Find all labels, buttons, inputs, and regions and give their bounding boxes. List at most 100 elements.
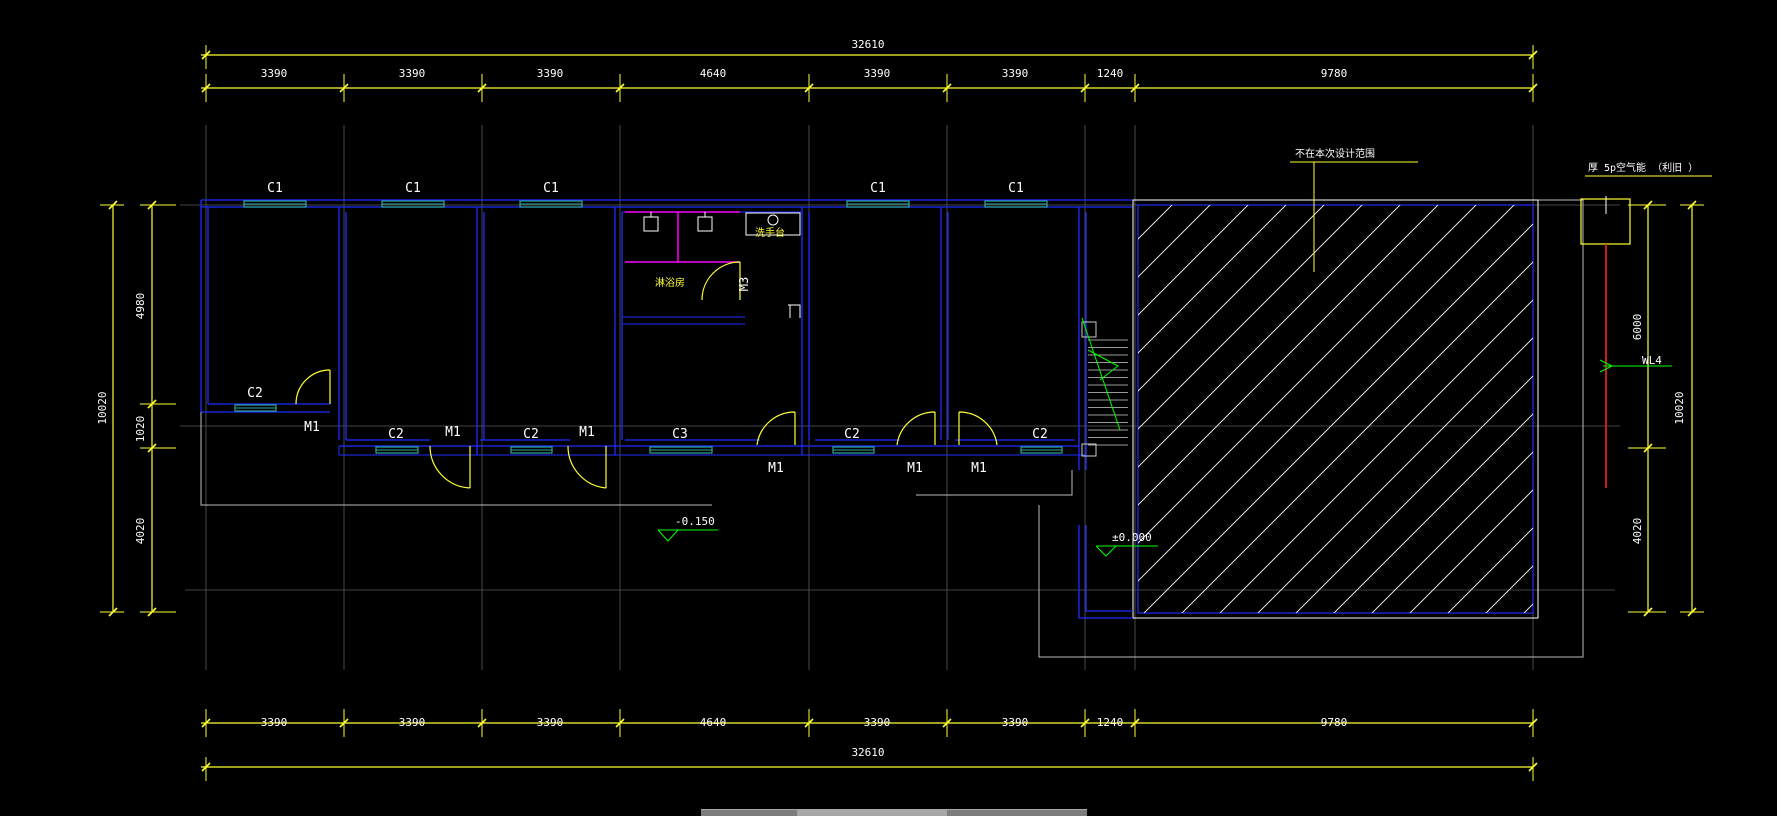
- dim-bottom-seg-1: 3390: [261, 716, 288, 729]
- hatch-lines: [683, 198, 1777, 618]
- dim-row-top-seg-tick-2: [339, 83, 349, 93]
- dim-row-top-seg-tick-8: [1130, 83, 1140, 93]
- dim-right-total-tick-0: [1687, 200, 1697, 210]
- wall-partition-5: [940, 207, 949, 440]
- misc-annotations: [657, 161, 1712, 557]
- dim-row-bottom-seg-tick-1: [201, 718, 211, 728]
- hatch-line: [1138, 205, 1363, 430]
- wall-bottom-room1: [201, 403, 330, 413]
- dim-left-seg-2: 1020: [134, 416, 147, 443]
- hatch-line: [1219, 299, 1533, 613]
- horizontal-scrollbar[interactable]: [701, 809, 1087, 816]
- dim-left-total: 10020: [96, 391, 109, 424]
- window-label-c2-5: C2: [1032, 427, 1048, 442]
- door-m1-bath: [756, 411, 796, 446]
- dim-row-top-seg-tick-9: [1528, 83, 1538, 93]
- window-label-c1-1: C1: [267, 181, 283, 196]
- dim-right-total: 10020: [1673, 391, 1686, 424]
- wall-left: [200, 200, 209, 412]
- dim-row-bottom-seg-tick-3: [477, 718, 487, 728]
- wall-partition-1: [338, 207, 347, 440]
- door-label-m1-1: M1: [304, 420, 320, 435]
- dim-row-top-seg-tick-4: [615, 83, 625, 93]
- dim-bottom-seg-6: 3390: [1002, 716, 1029, 729]
- wall-partition-6: [1078, 207, 1087, 470]
- toilet-2: [697, 216, 713, 232]
- room-label-washstand: 洗手台: [755, 226, 785, 239]
- level-symbol-outdoor: [657, 529, 718, 542]
- hatch-line: [721, 198, 1141, 618]
- dim-row-top-total-tick-1: [1528, 50, 1538, 60]
- dim-top-seg-7: 1240: [1097, 67, 1124, 80]
- hatch-line: [1138, 205, 1173, 240]
- hatch-line: [1447, 527, 1533, 613]
- washstand-counter: [745, 212, 801, 236]
- note-ac-unit: 厚 5p空气能 （利旧 ）: [1588, 161, 1698, 174]
- site-outline: [1038, 199, 1584, 658]
- dim-row-bottom-seg-tick-8: [1130, 718, 1140, 728]
- dim-right-seg-1: 6000: [1631, 314, 1644, 341]
- window-label-c2-3: C2: [523, 427, 539, 442]
- door-m1-room5: [896, 411, 936, 446]
- step-breakline: [1081, 317, 1121, 431]
- dim-top-seg-4: 4640: [700, 67, 727, 80]
- hatch-line: [1557, 198, 1777, 618]
- steps: [1081, 317, 1128, 457]
- dim-left-seg-3: 4020: [134, 518, 147, 545]
- dim-row-bottom-seg-tick-5: [804, 718, 814, 728]
- dim-right-tick-0: [1643, 200, 1653, 210]
- hatch-line: [1409, 489, 1533, 613]
- hatch-line: [1138, 205, 1211, 278]
- door-label-m1-6: M1: [971, 461, 987, 476]
- wall-partition-2: [476, 207, 485, 455]
- wall-partition-3: [614, 207, 623, 455]
- level-outdoor: -0.150: [675, 515, 715, 528]
- dim-left-tick-1: [147, 399, 157, 409]
- dim-left-total-tick-0: [108, 200, 118, 210]
- window-label-c1-3: C1: [543, 181, 559, 196]
- dim-row-bottom-seg-tick-4: [615, 718, 625, 728]
- door-m1-room2: [429, 445, 471, 489]
- hatch-line: [1138, 205, 1287, 354]
- note-not-in-scope: 不在本次设计范围: [1295, 147, 1375, 160]
- door-label-m1-4: M1: [768, 461, 784, 476]
- hatch-line: [1138, 205, 1515, 582]
- dim-bottom-seg-3: 3390: [537, 716, 564, 729]
- window-label-c2-4: C2: [844, 427, 860, 442]
- door-label-m1-3: M1: [579, 425, 595, 440]
- level-symbol-zero: [1095, 545, 1158, 557]
- dim-right-total-tick-1: [1687, 607, 1697, 617]
- hatch-line: [1371, 451, 1533, 613]
- hatch-line: [1138, 205, 1439, 506]
- dim-left-total-tick-1: [108, 607, 118, 617]
- toilet-1: [643, 216, 659, 232]
- dim-bottom-seg-2: 3390: [399, 716, 426, 729]
- dim-left-seg-1: 4980: [134, 293, 147, 320]
- hatch-line: [1295, 375, 1533, 613]
- partition-stalls: [625, 211, 740, 263]
- axis-tag-arrow: [1599, 359, 1614, 373]
- dimension-lines: [100, 45, 1704, 781]
- wall-top: [201, 199, 1132, 208]
- wall-lower-right: [1078, 525, 1133, 619]
- hatch-line: [1143, 223, 1533, 613]
- dim-row-bottom-total-tick-0: [201, 762, 211, 772]
- dim-top-seg-1: 3390: [261, 67, 288, 80]
- hatch-line: [1333, 413, 1533, 613]
- door-m1-room6: [958, 411, 998, 446]
- door-label-m1-5: M1: [907, 461, 923, 476]
- dim-row-top-seg-tick-3: [477, 83, 487, 93]
- wall-bottom-outer: [338, 446, 1086, 456]
- dim-top-seg-8: 9780: [1321, 67, 1348, 80]
- dim-top-seg-3: 3390: [537, 67, 564, 80]
- windows: [234, 200, 1063, 454]
- hatch-line: [1138, 205, 1401, 468]
- hatch-line: [683, 198, 1103, 618]
- dim-row-bottom-total-tick-1: [1528, 762, 1538, 772]
- scrollbar-thumb[interactable]: [797, 810, 947, 816]
- leader-not-in-scope: [1290, 161, 1418, 272]
- doors: [295, 261, 998, 489]
- dim-bottom-seg-7: 1240: [1097, 716, 1124, 729]
- step-post-top: [1081, 321, 1097, 338]
